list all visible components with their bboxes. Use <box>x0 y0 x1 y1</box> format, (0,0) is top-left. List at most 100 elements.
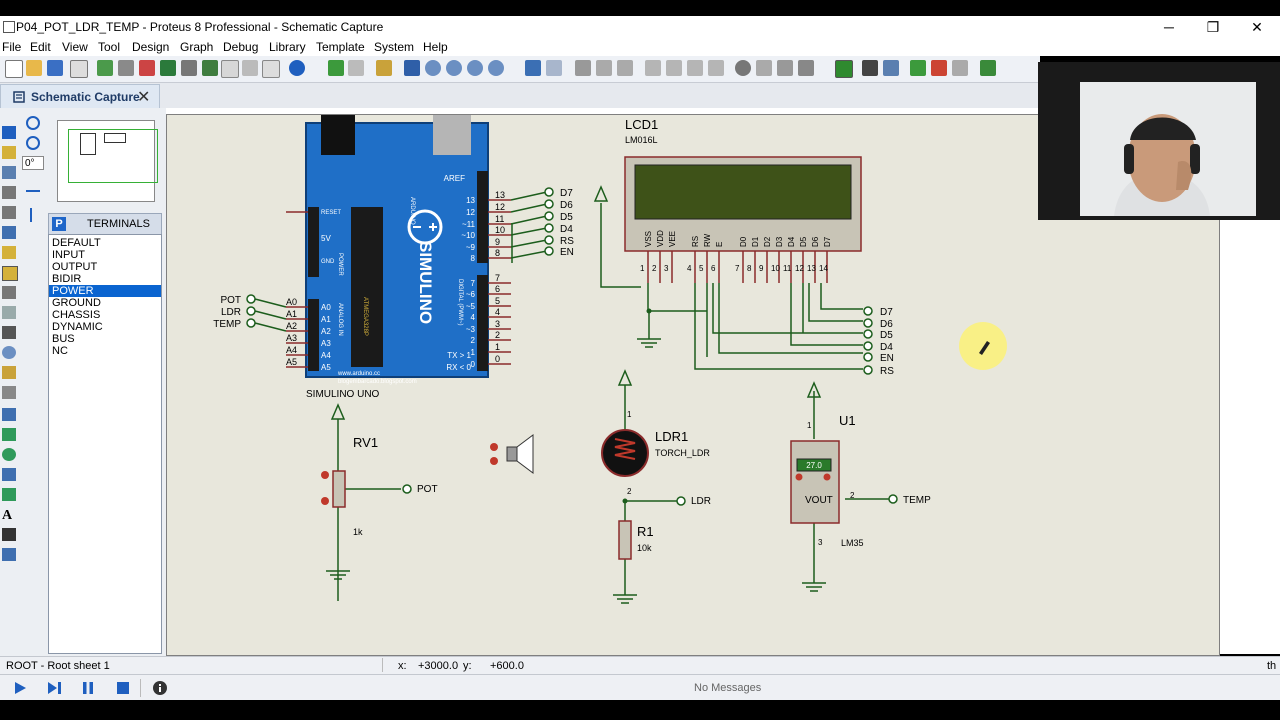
line-mode-icon[interactable] <box>2 408 16 421</box>
wire-autorouter-icon[interactable] <box>835 60 853 78</box>
overview-window[interactable] <box>57 120 158 202</box>
help-icon[interactable] <box>289 60 305 76</box>
decompose-icon[interactable] <box>798 60 814 76</box>
play-icon[interactable] <box>12 680 28 696</box>
tape-recorder-icon[interactable] <box>2 326 16 339</box>
terminal-item-dynamic[interactable]: DYNAMIC <box>52 321 103 333</box>
info-icon[interactable] <box>152 680 168 696</box>
zoom-area-icon[interactable] <box>488 60 504 76</box>
pan-icon[interactable] <box>404 60 420 76</box>
buses-mode-icon[interactable] <box>2 226 16 239</box>
symbol-mode-icon[interactable] <box>2 528 16 541</box>
zoom-out-icon[interactable] <box>446 60 462 76</box>
selection-mode-icon[interactable] <box>2 126 16 139</box>
tab-schematic-capture[interactable]: Schematic Capture ✕ <box>0 84 160 109</box>
stop-icon[interactable] <box>115 680 131 696</box>
terminal-item-bidir[interactable]: BIDIR <box>52 273 82 285</box>
block-copy-icon[interactable] <box>645 60 661 76</box>
restore-button[interactable]: ❐ <box>1206 19 1220 35</box>
menu-help[interactable]: Help <box>423 40 448 54</box>
save-icon[interactable] <box>47 60 63 76</box>
copy-icon[interactable] <box>596 60 612 76</box>
make-device-icon[interactable] <box>756 60 772 76</box>
terminal-item-power[interactable]: POWER <box>49 285 161 297</box>
step-icon[interactable] <box>46 680 62 696</box>
search-tag-icon[interactable] <box>862 60 878 76</box>
home-icon[interactable] <box>97 60 113 76</box>
paste-icon[interactable] <box>617 60 633 76</box>
import-icon[interactable] <box>70 60 88 78</box>
refresh-icon[interactable] <box>328 60 344 76</box>
source-code-icon[interactable] <box>242 60 258 76</box>
new-file-icon[interactable] <box>5 60 23 78</box>
terminal-item-bus[interactable]: BUS <box>52 333 75 345</box>
rotation-field[interactable]: 0° <box>22 156 44 170</box>
menu-debug[interactable]: Debug <box>223 40 259 54</box>
voltage-probe-icon[interactable] <box>2 366 16 379</box>
property-assignment-icon[interactable] <box>883 60 899 76</box>
schematic-icon[interactable] <box>118 60 134 76</box>
open-folder-icon[interactable] <box>26 60 42 76</box>
notes-icon[interactable] <box>262 60 280 78</box>
rotate-clockwise-icon[interactable] <box>26 116 40 130</box>
bom-icon[interactable] <box>202 60 218 76</box>
undo-icon[interactable] <box>525 60 541 76</box>
terminal-item-chassis[interactable]: CHASSIS <box>52 309 101 321</box>
cut-icon[interactable] <box>575 60 591 76</box>
block-rotate-icon[interactable] <box>687 60 703 76</box>
packaging-tool-icon[interactable] <box>777 60 793 76</box>
3d-viewer-icon[interactable] <box>181 60 197 76</box>
zoom-in-icon[interactable] <box>425 60 441 76</box>
terminals-mode-icon[interactable] <box>2 266 18 281</box>
pcb-icon[interactable] <box>139 60 155 76</box>
gerber-icon[interactable] <box>160 60 176 76</box>
pick-device-icon[interactable] <box>735 60 751 76</box>
menu-graph[interactable]: Graph <box>180 40 214 54</box>
block-move-icon[interactable] <box>666 60 682 76</box>
flip-horizontal-icon[interactable] <box>26 190 40 202</box>
minimize-button[interactable]: ─ <box>1164 19 1174 35</box>
redo-icon[interactable] <box>546 60 562 76</box>
box-mode-icon[interactable] <box>2 428 16 441</box>
flip-vertical-icon[interactable] <box>30 208 32 222</box>
text-script-mode-icon[interactable] <box>2 206 16 219</box>
terminal-item-nc[interactable]: NC <box>52 345 68 357</box>
design-explorer-icon[interactable] <box>221 60 239 78</box>
path-mode-icon[interactable] <box>2 488 16 501</box>
tab-close-icon[interactable]: ✕ <box>137 89 151 106</box>
block-delete-icon[interactable] <box>708 60 724 76</box>
subcircuit-mode-icon[interactable] <box>2 246 16 259</box>
picker-badge[interactable]: P <box>52 217 66 231</box>
menu-design[interactable]: Design <box>132 40 170 54</box>
lm35-button-up[interactable] <box>823 473 831 481</box>
component-mode-icon[interactable] <box>2 146 16 159</box>
origin-icon[interactable] <box>376 60 392 76</box>
zoom-all-icon[interactable] <box>467 60 483 76</box>
terminal-item-default[interactable]: DEFAULT <box>52 237 101 249</box>
arc-mode-icon[interactable] <box>2 468 16 481</box>
menu-template[interactable]: Template <box>316 40 365 54</box>
electrical-rule-check-icon[interactable] <box>980 60 996 76</box>
menu-view[interactable]: View <box>62 40 88 54</box>
remove-sheet-icon[interactable] <box>931 60 947 76</box>
wire-label-mode-icon[interactable] <box>2 186 16 199</box>
new-sheet-icon[interactable] <box>910 60 926 76</box>
menu-library[interactable]: Library <box>269 40 306 54</box>
text-mode-icon[interactable]: A <box>2 508 13 523</box>
menu-file[interactable]: File <box>2 40 22 54</box>
graph-mode-icon[interactable] <box>2 306 16 319</box>
terminal-item-input[interactable]: INPUT <box>52 249 85 261</box>
rotate-anticlockwise-icon[interactable] <box>26 136 40 150</box>
pause-icon[interactable] <box>80 680 96 696</box>
menu-tool[interactable]: Tool <box>98 40 121 54</box>
generator-mode-icon[interactable] <box>2 346 16 359</box>
terminal-item-ground[interactable]: GROUND <box>52 297 101 309</box>
junction-mode-icon[interactable] <box>2 166 16 179</box>
menu-system[interactable]: System <box>374 40 415 54</box>
virtual-instruments-icon[interactable] <box>2 386 16 399</box>
exit-to-parent-icon[interactable] <box>952 60 968 76</box>
terminal-item-output[interactable]: OUTPUT <box>52 261 98 273</box>
close-button[interactable]: ✕ <box>1251 19 1263 35</box>
circle-mode-icon[interactable] <box>2 448 16 461</box>
grid-icon[interactable] <box>348 60 364 76</box>
